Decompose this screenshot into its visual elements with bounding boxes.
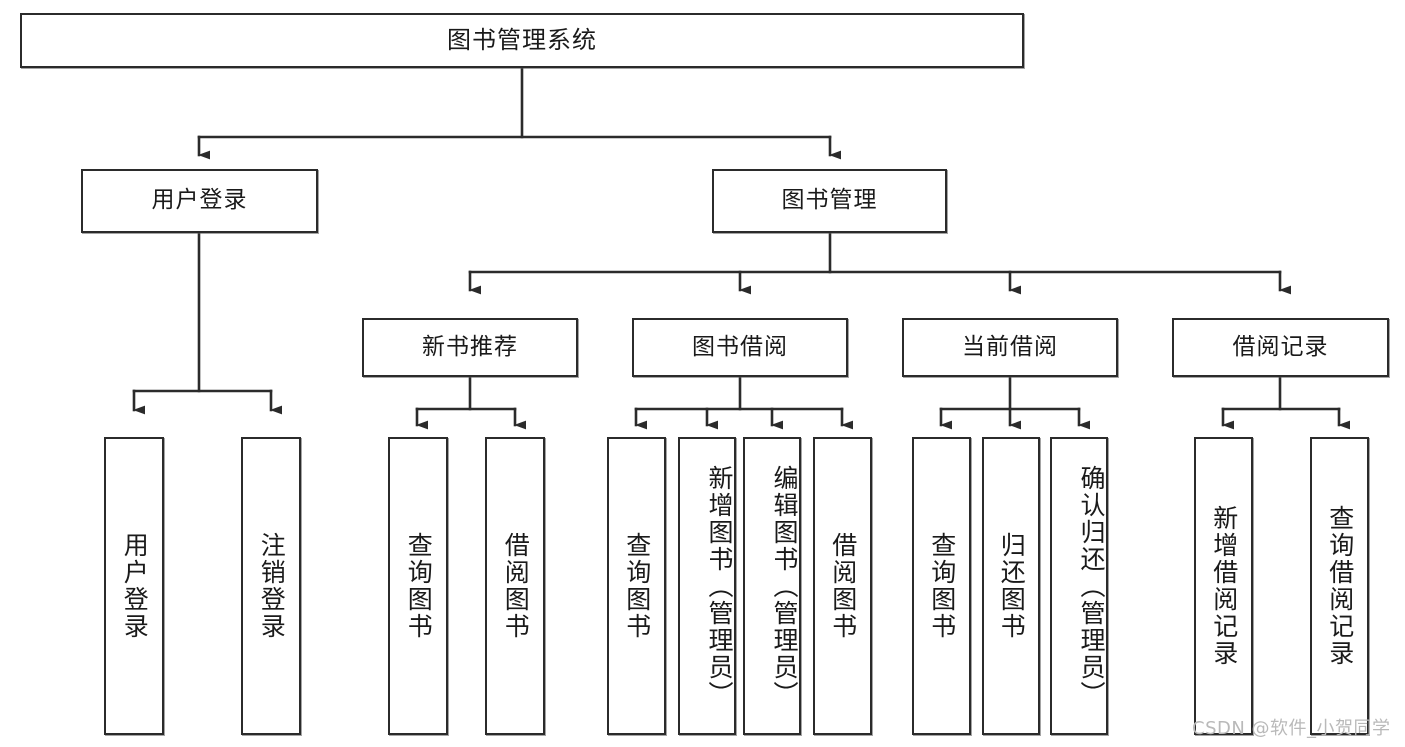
csdn-watermark: CSDN @软件_小贺同学: [1192, 718, 1391, 739]
leaf-add-record[interactable]: 新增借阅记录: [1194, 437, 1253, 735]
node-label: 编辑图书（管理员）: [770, 464, 799, 708]
node-current-borrow[interactable]: 当前借阅: [902, 318, 1118, 377]
leaf-confirm-return[interactable]: 确认归还（管理员）: [1050, 437, 1108, 735]
leaf-query-book-3[interactable]: 查询图书: [912, 437, 971, 735]
node-label: 查询图书: [622, 532, 652, 640]
node-label: 借阅记录: [1232, 333, 1329, 360]
node-label: 图书管理: [781, 187, 878, 214]
node-label: 查询借阅记录: [1325, 505, 1355, 667]
leaf-add-book[interactable]: 新增图书（管理员）: [678, 437, 736, 735]
node-book-manage[interactable]: 图书管理: [712, 169, 947, 233]
node-label: 注销登录: [257, 532, 287, 640]
leaf-edit-book[interactable]: 编辑图书（管理员）: [743, 437, 801, 735]
leaf-user-logout[interactable]: 注销登录: [241, 437, 301, 735]
node-label: 新增借阅记录: [1209, 505, 1239, 667]
node-label: 借阅图书: [828, 532, 858, 640]
leaf-query-book-1[interactable]: 查询图书: [388, 437, 448, 735]
node-new-book-recommend[interactable]: 新书推荐: [362, 318, 578, 377]
node-label: 查询图书: [927, 532, 957, 640]
node-label: 用户登录: [120, 532, 150, 640]
node-book-borrow[interactable]: 图书借阅: [632, 318, 848, 377]
node-label: 当前借阅: [962, 333, 1058, 360]
leaf-query-book-2[interactable]: 查询图书: [607, 437, 666, 735]
node-label: 图书借阅: [692, 333, 788, 360]
leaf-borrow-book-1[interactable]: 借阅图书: [485, 437, 545, 735]
node-label: 归还图书: [997, 532, 1027, 640]
node-label: 借阅图书: [501, 532, 531, 640]
node-label: 查询图书: [404, 532, 434, 640]
node-root-book-management-system[interactable]: 图书管理系统: [20, 13, 1024, 68]
leaf-user-login[interactable]: 用户登录: [104, 437, 164, 735]
leaf-borrow-book-2[interactable]: 借阅图书: [813, 437, 872, 735]
node-user-login[interactable]: 用户登录: [81, 169, 318, 233]
node-borrow-record[interactable]: 借阅记录: [1172, 318, 1389, 377]
node-label: 确认归还（管理员）: [1077, 464, 1106, 708]
leaf-query-record[interactable]: 查询借阅记录: [1310, 437, 1369, 735]
leaf-return-book[interactable]: 归还图书: [982, 437, 1040, 735]
node-label: 用户登录: [151, 187, 248, 214]
node-label: 新书推荐: [422, 333, 518, 360]
node-label: 图书管理系统: [447, 26, 597, 55]
node-label: 新增图书（管理员）: [705, 464, 734, 708]
